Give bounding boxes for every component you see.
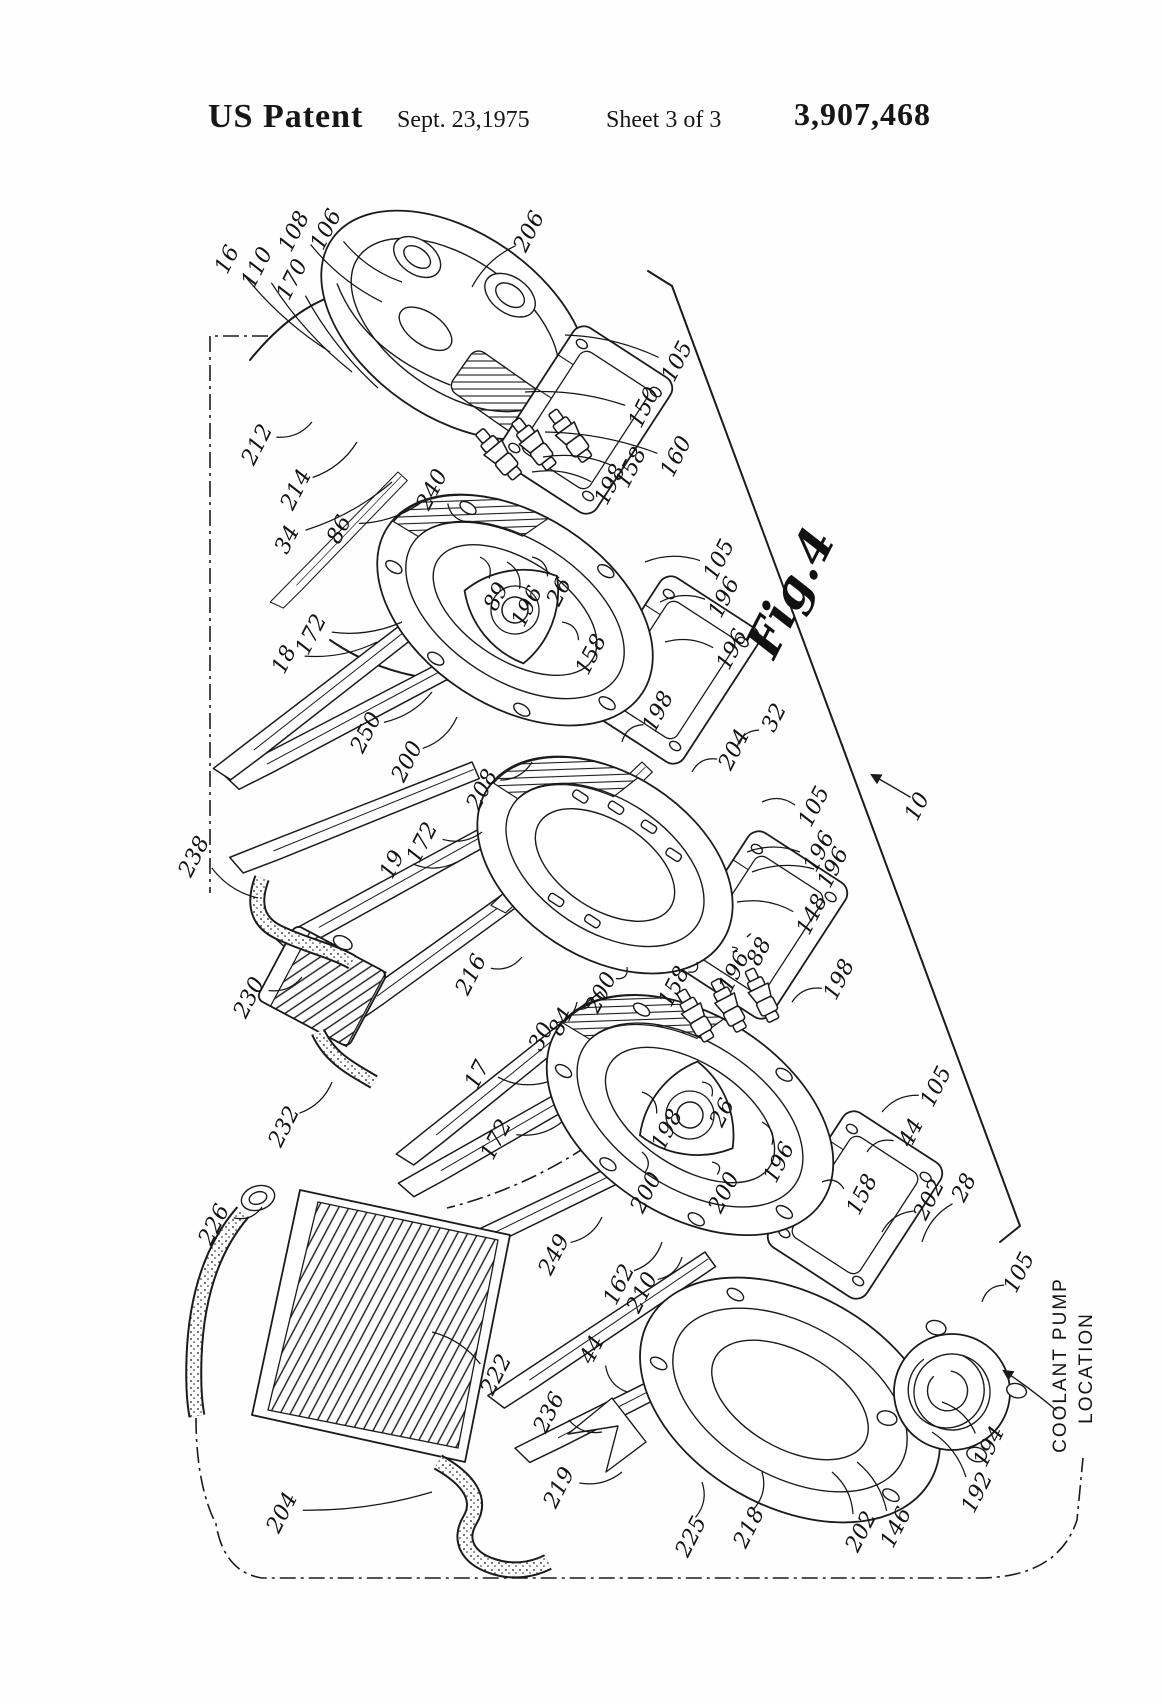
- leader-line: [276, 422, 312, 437]
- leader-line: [491, 957, 522, 969]
- part-number-label: 105: [999, 1248, 1040, 1297]
- part-number-label: 160: [656, 432, 697, 481]
- part-number-label: 16: [210, 242, 245, 278]
- leader-line: [299, 1082, 332, 1113]
- part-number-label: 225: [670, 1512, 712, 1562]
- leader-line: [762, 798, 795, 805]
- part-number-label: 216: [450, 950, 492, 1000]
- leader-line: [645, 556, 700, 562]
- part-number-label: 170: [272, 255, 313, 304]
- part-number-label: 196: [704, 573, 745, 622]
- leader-line: [792, 988, 822, 1002]
- leader-line: [634, 1242, 662, 1271]
- part-number-label: 34: [270, 522, 305, 558]
- part-number-label: 232: [263, 1102, 305, 1152]
- part-number-label: 105: [699, 535, 740, 584]
- coolant-pump-note-line1: COOLANT PUMP: [1050, 1277, 1071, 1453]
- part-number-label: 204: [261, 1488, 303, 1538]
- leader-line: [313, 442, 357, 478]
- radiator-hose-204: [438, 1462, 548, 1570]
- coolant-pump-note-line2: LOCATION: [1076, 1312, 1097, 1424]
- leader-line: [692, 759, 717, 772]
- part-number-label: 105: [657, 337, 698, 386]
- figure-number-label: Fig.4: [734, 519, 847, 667]
- leader-line: [882, 1095, 919, 1112]
- part-number-label: 108: [274, 207, 315, 256]
- leader-line: [303, 1492, 432, 1510]
- part-number-label: 218: [728, 1503, 770, 1553]
- part-number-label: 86: [322, 512, 357, 548]
- part-number-label: 192: [957, 1468, 998, 1517]
- leader-line: [571, 1217, 602, 1242]
- leader-line: [606, 1366, 627, 1392]
- part-number-label: 105: [794, 782, 835, 831]
- leader-line: [696, 1482, 705, 1517]
- part-number-label: 28: [947, 1170, 982, 1207]
- part-number-label: 249: [533, 1230, 575, 1280]
- part-number-label: 200: [386, 737, 428, 787]
- part-number-label: 214: [275, 465, 317, 515]
- part-number-label: 105: [916, 1062, 957, 1111]
- engine-drawing: [194, 164, 1039, 1573]
- part-number-label: 198: [819, 955, 860, 1004]
- part-number-label: 238: [173, 832, 215, 882]
- part-number-label: 219: [538, 1463, 580, 1513]
- coolant-pump-note: COOLANT PUMP LOCATION: [1004, 1277, 1097, 1453]
- part-number-label: 32: [757, 700, 792, 736]
- leader-line: [423, 717, 457, 748]
- leader-line: [579, 1472, 622, 1484]
- part-number-label: 206: [508, 207, 550, 257]
- part-number-label: 212: [236, 420, 278, 470]
